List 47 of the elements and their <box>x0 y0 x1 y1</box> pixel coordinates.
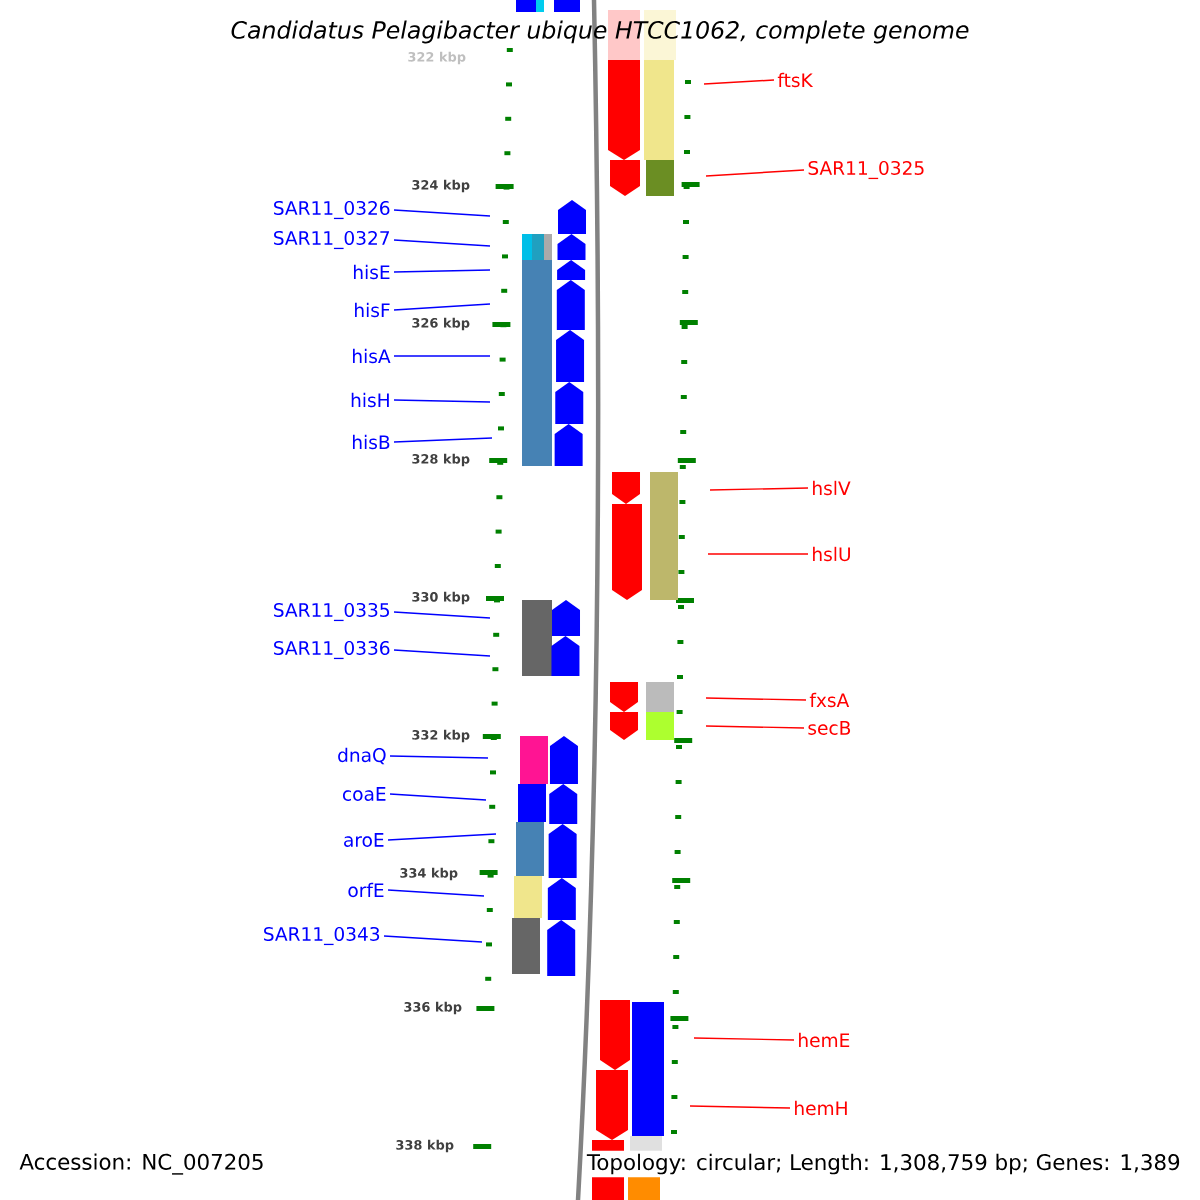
gene-label: hemH <box>795 1100 847 1116</box>
leader-line <box>705 169 805 177</box>
leader-line <box>393 437 493 443</box>
title: Candidatus Pelagibacter ubique HTCC1062, complete genome <box>231 20 969 44</box>
genome-info-text: Topology: circular; Length: 1,308,759 bp; Genes: 1,389 <box>584 1150 1184 1178</box>
leader-line <box>393 269 491 273</box>
gene-label: hslV <box>813 480 851 496</box>
gene-label: hisA <box>353 348 391 364</box>
gene-label: secB <box>808 721 851 735</box>
leader-line <box>387 889 485 897</box>
leader-line <box>703 79 775 85</box>
accession-text: Accession: NC_007205 <box>19 1153 263 1175</box>
gene-label: ftsK <box>777 72 814 88</box>
gene-label: orfE <box>348 882 384 898</box>
leader-line <box>393 239 491 247</box>
gene-label: SAR11_0336 <box>274 640 390 660</box>
leader-line <box>393 209 491 217</box>
gene-label: SAR11_0326 <box>274 200 390 220</box>
gene-label: fxsA <box>809 692 850 708</box>
leader-line <box>709 487 809 491</box>
gene-label: SAR11_0335 <box>274 602 389 622</box>
leader-line <box>389 793 487 801</box>
leader-line <box>393 303 491 311</box>
leader-line <box>383 935 483 943</box>
leader-line <box>705 725 805 729</box>
gene-label: hisF <box>355 302 390 318</box>
gene-label: SAR11_0327 <box>274 230 389 250</box>
leader-line <box>693 1037 795 1041</box>
gene-label: hslU <box>813 546 850 562</box>
gene-label: hemE <box>799 1032 850 1048</box>
leader-line <box>707 553 809 555</box>
leader-line <box>389 755 489 759</box>
gene-label: dnaQ <box>338 747 386 765</box>
gene-label: hisE <box>354 264 390 280</box>
gene-label: aroE <box>344 833 384 847</box>
gene-label: SAR11_0343 <box>264 926 380 946</box>
gene-label: SAR11_0325 <box>808 160 924 180</box>
gene-label: hisH <box>351 392 389 408</box>
gene-label: hisB <box>353 434 390 450</box>
leader-line <box>393 649 491 657</box>
leader-line <box>393 399 491 403</box>
leader-line <box>393 355 491 357</box>
leader-line <box>387 833 497 841</box>
gene-label: coaE <box>343 787 386 801</box>
leader-line <box>689 1105 791 1109</box>
leader-line <box>705 697 807 701</box>
leader-line <box>393 611 491 619</box>
